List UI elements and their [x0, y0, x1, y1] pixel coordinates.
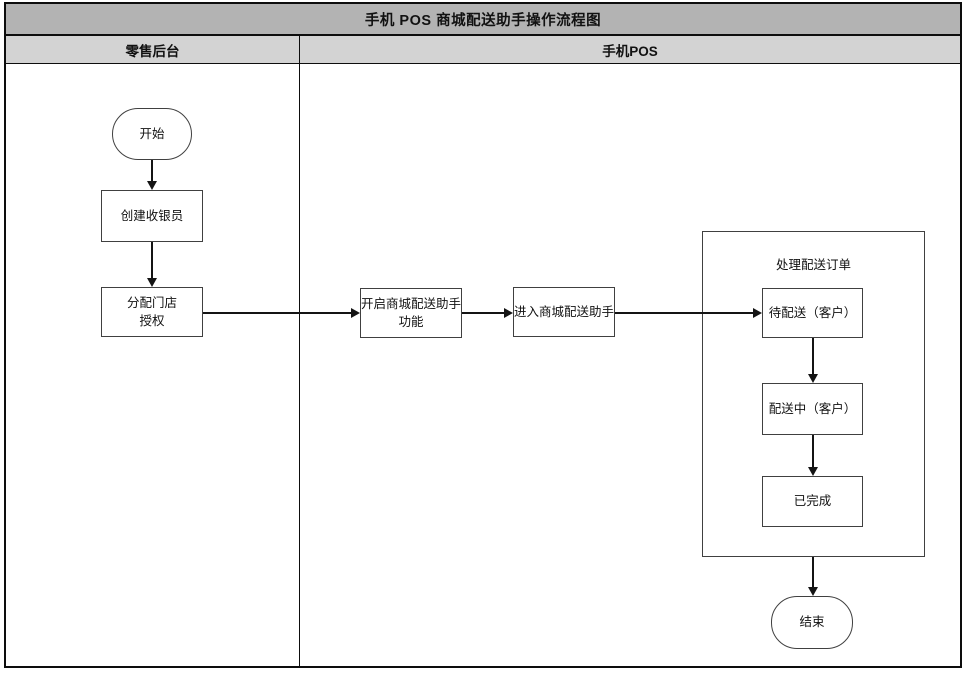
lane-divider	[298, 64, 300, 668]
lane-header-row: 零售后台 手机POS	[4, 36, 962, 64]
arrowhead-start-to-create-cashier	[147, 181, 157, 190]
arrowhead-group-to-end	[808, 587, 818, 596]
diagram-title: 手机 POS 商城配送助手操作流程图	[4, 2, 962, 36]
arrow-pending-to-delivering	[812, 338, 814, 375]
delivering-node: 配送中（客户）	[762, 383, 863, 435]
enable-assistant-node: 开启商城配送助手 功能	[360, 288, 462, 338]
enter-assistant-node: 进入商城配送助手	[513, 287, 615, 337]
arrow-group-to-end	[812, 557, 814, 588]
arrowhead-create-cashier-to-assign-store	[147, 278, 157, 287]
lane-header-retail-backend: 零售后台	[6, 36, 300, 63]
arrowhead-delivering-to-completed	[808, 467, 818, 476]
arrowhead-enable-to-enter	[504, 308, 513, 318]
process-orders-group-label: 处理配送订单	[775, 258, 851, 272]
arrowhead-pending-to-delivering	[808, 374, 818, 383]
completed-node: 已完成	[762, 476, 863, 527]
arrow-enter-to-pending	[615, 312, 754, 314]
assign-store-auth-node: 分配门店 授权	[101, 287, 203, 337]
arrowhead-enter-to-pending	[753, 308, 762, 318]
arrowhead-assign-store-to-enable	[351, 308, 360, 318]
process-orders-group: 处理配送订单	[702, 231, 925, 557]
arrow-delivering-to-completed	[812, 435, 814, 468]
pending-delivery-node: 待配送（客户）	[762, 288, 863, 338]
lane-header-mobile-pos: 手机POS	[602, 43, 658, 59]
arrow-assign-store-to-enable	[203, 312, 352, 314]
end-node: 结束	[771, 596, 853, 649]
arrow-create-cashier-to-assign-store	[151, 242, 153, 279]
arrow-start-to-create-cashier	[151, 160, 153, 182]
create-cashier-node: 创建收银员	[101, 190, 203, 242]
arrow-enable-to-enter	[462, 312, 505, 314]
start-node: 开始	[112, 108, 192, 160]
